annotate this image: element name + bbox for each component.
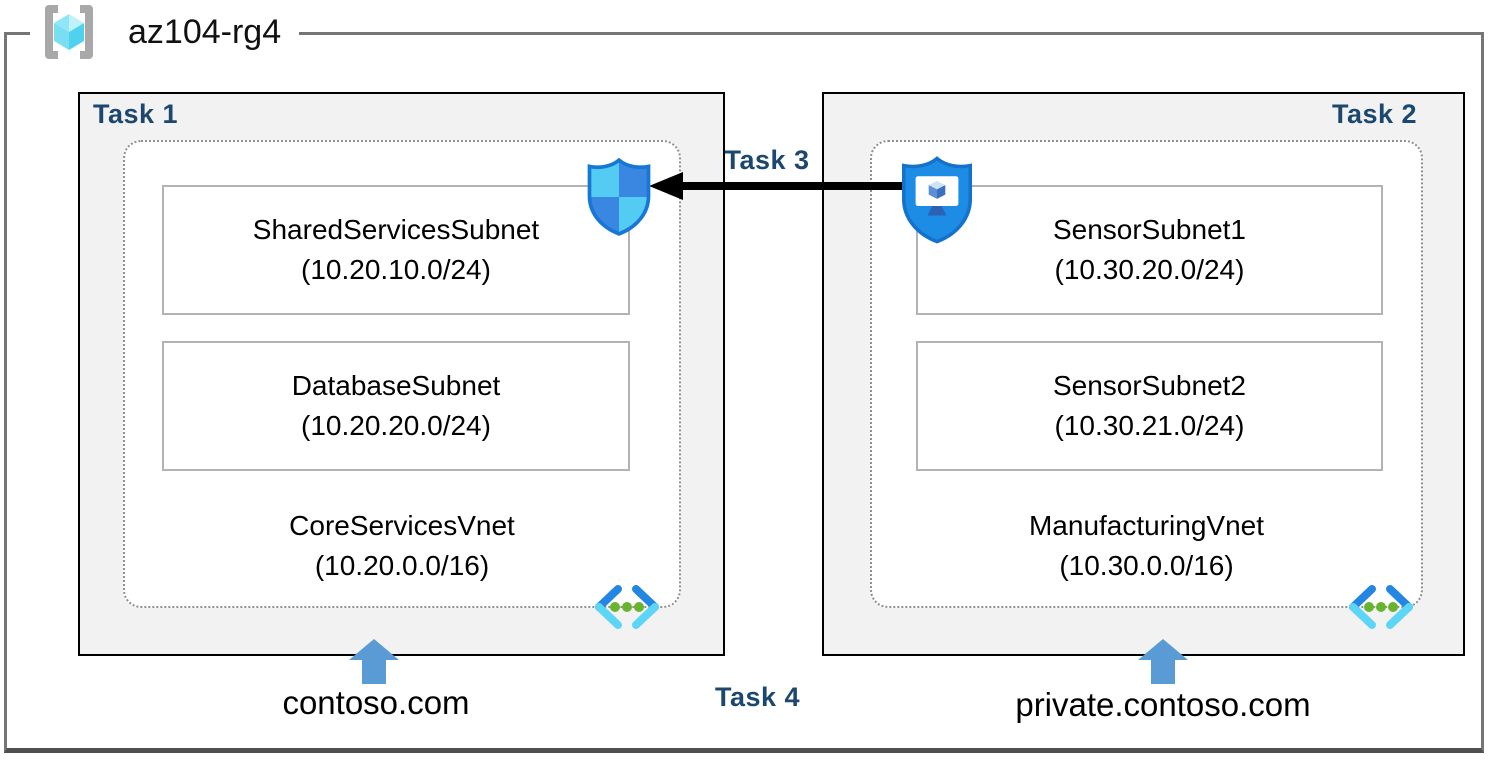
- virtual-network-icon: [1345, 582, 1417, 632]
- public-dns-zone-label: contoso.com: [282, 684, 470, 721]
- vnet-name: CoreServicesVnet: [289, 510, 515, 541]
- vnet-cidr: (10.30.0.0/16): [1059, 550, 1234, 581]
- network-security-group-shield-icon: [585, 158, 653, 236]
- task2-label: Task 2: [1332, 99, 1418, 129]
- subnet-name: SharedServicesSubnet: [252, 214, 540, 245]
- database-subnet-box: DatabaseSubnet (10.20.20.0/24): [162, 341, 630, 471]
- sensor-subnet1-box: SensorSubnet1 (10.30.20.0/24): [916, 185, 1383, 315]
- application-security-group-shield-icon: [899, 156, 975, 244]
- resource-group-boundary: [4, 32, 1484, 753]
- resource-group-header: az104-rg4: [30, 0, 300, 64]
- shared-services-subnet-box: SharedServicesSubnet (10.20.10.0/24): [162, 185, 630, 315]
- task4-label: Task 4: [715, 682, 801, 712]
- subnet-cidr: (10.20.10.0/24): [301, 254, 491, 285]
- sensor-subnet2-box: SensorSubnet2 (10.30.21.0/24): [916, 341, 1383, 471]
- resource-group-icon: [36, 3, 102, 61]
- resource-group-title: az104-rg4: [128, 12, 282, 51]
- task3-label: Task 3: [724, 145, 810, 175]
- task1-label: Task 1: [93, 99, 179, 129]
- up-arrow-icon: [349, 639, 399, 684]
- manufacturing-vnet-label: ManufacturingVnet (10.30.0.0/16): [870, 506, 1423, 586]
- left-arrow-icon: [647, 169, 912, 203]
- subnet-name: SensorSubnet2: [1052, 370, 1247, 401]
- subnet-cidr: (10.20.20.0/24): [301, 410, 491, 441]
- core-services-vnet-label: CoreServicesVnet (10.20.0.0/16): [123, 506, 681, 586]
- virtual-network-icon: [591, 582, 663, 632]
- subnet-cidr: (10.30.21.0/24): [1054, 410, 1245, 441]
- vnet-name: ManufacturingVnet: [1028, 510, 1265, 541]
- subnet-cidr: (10.30.20.0/24): [1054, 254, 1245, 285]
- vnet-cidr: (10.20.0.0/16): [314, 550, 490, 581]
- private-dns-zone-label: private.contoso.com: [1015, 686, 1311, 723]
- up-arrow-icon: [1138, 639, 1188, 684]
- subnet-name: SensorSubnet1: [1052, 214, 1247, 245]
- subnet-name: DatabaseSubnet: [291, 370, 501, 401]
